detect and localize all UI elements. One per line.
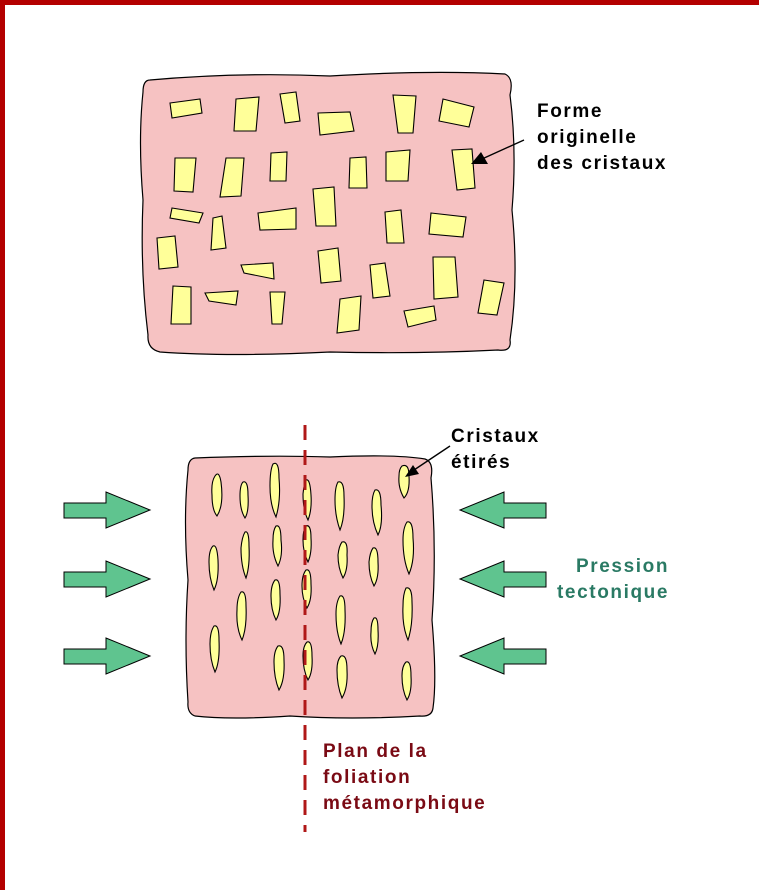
pressure-arrows-right bbox=[460, 492, 546, 674]
crystal bbox=[433, 257, 458, 299]
stretched-crystals-line2: étirés bbox=[451, 450, 540, 476]
right-arrow-icon bbox=[64, 561, 150, 597]
crystal bbox=[270, 292, 285, 324]
original-form-label: Forme originelle des cristaux bbox=[537, 99, 667, 177]
right-arrow-icon bbox=[64, 638, 150, 674]
crystal bbox=[157, 236, 178, 269]
crystal bbox=[313, 187, 336, 226]
crystal bbox=[234, 97, 259, 131]
foliation-plane-label: Plan de la foliation métamorphique bbox=[323, 739, 486, 817]
left-arrow-icon bbox=[460, 638, 546, 674]
crystal bbox=[171, 286, 191, 324]
foliation-plane-line1: Plan de la bbox=[323, 739, 486, 765]
crystal bbox=[385, 210, 404, 243]
left-arrow-icon bbox=[460, 561, 546, 597]
crystal bbox=[337, 296, 361, 333]
stretched-crystals-label: Cristaux étirés bbox=[451, 424, 540, 476]
crystal bbox=[386, 150, 410, 181]
crystal bbox=[212, 474, 222, 516]
left-arrow-icon bbox=[460, 492, 546, 528]
crystal bbox=[429, 213, 466, 237]
tectonic-pressure-label: Pression tectonique bbox=[557, 554, 669, 606]
stretched-crystals-line1: Cristaux bbox=[451, 424, 540, 450]
crystal bbox=[270, 152, 287, 181]
original-form-line2: originelle bbox=[537, 125, 667, 151]
foliation-plane-line3: métamorphique bbox=[323, 791, 486, 817]
crystal bbox=[318, 112, 354, 135]
right-arrow-icon bbox=[64, 492, 150, 528]
original-form-line3: des cristaux bbox=[537, 151, 667, 177]
foliation-plane-line2: foliation bbox=[323, 765, 486, 791]
tectonic-pressure-line1: Pression bbox=[557, 554, 669, 580]
crystal bbox=[174, 158, 196, 192]
pressure-arrows-left bbox=[64, 492, 150, 674]
crystal bbox=[318, 248, 341, 283]
tectonic-pressure-line2: tectonique bbox=[557, 580, 669, 606]
original-form-line1: Forme bbox=[537, 99, 667, 125]
crystal bbox=[349, 157, 367, 188]
